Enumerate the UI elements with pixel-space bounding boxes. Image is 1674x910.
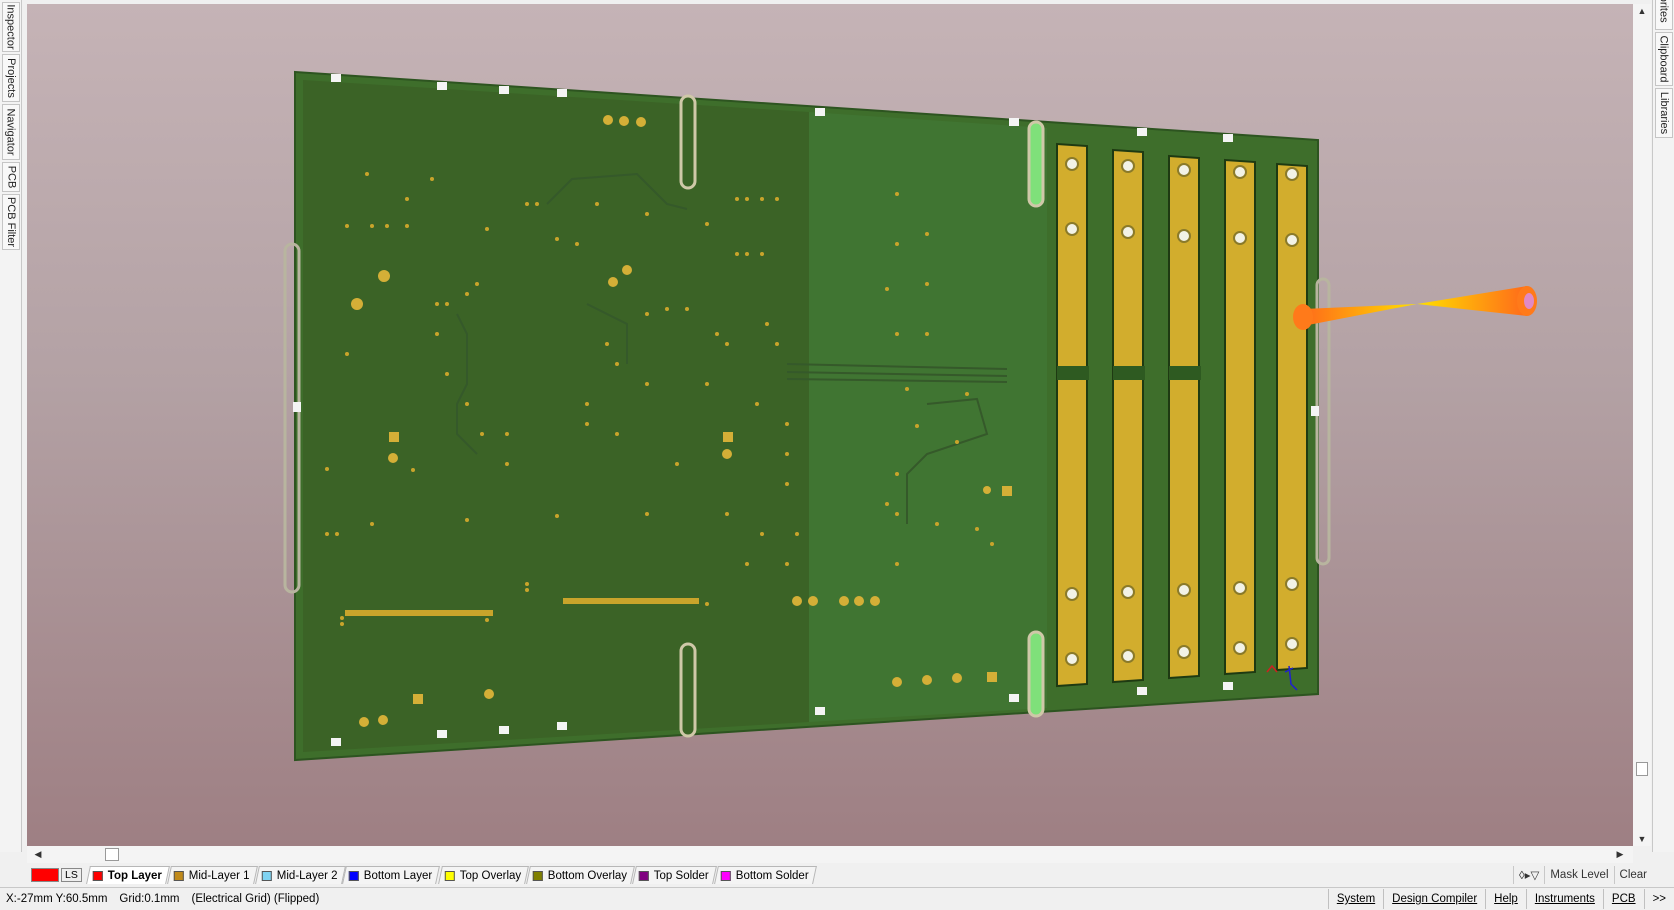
layer-tab-top-overlay[interactable]: Top Overlay xyxy=(437,866,530,884)
help-panel-button[interactable]: Help xyxy=(1485,889,1526,909)
scroll-right-arrow-icon[interactable]: ▶ xyxy=(1616,849,1624,859)
clear-button[interactable]: Clear xyxy=(1613,866,1652,884)
design-compiler-panel-button[interactable]: Design Compiler xyxy=(1383,889,1485,909)
snap-filter-icon[interactable]: ◊▸▽ xyxy=(1513,866,1544,884)
status-bar: X:-27mm Y:60.5mm Grid:0.1mm (Electrical … xyxy=(0,887,1674,910)
layer-tabs-bar: LS Top Layer Mid-Layer 1 Mid-Layer 2 Bot… xyxy=(27,865,1652,885)
tab-libraries[interactable]: Libraries xyxy=(1655,88,1673,138)
grid-size: Grid:0.1mm xyxy=(119,893,180,905)
layer-color-swatch xyxy=(533,870,544,881)
tab-clipboard[interactable]: Clipboard xyxy=(1655,32,1673,86)
vertical-scrollbar[interactable]: ▲ ▼ xyxy=(1633,4,1651,846)
right-panel-tabs: Favorites Clipboard Libraries xyxy=(1652,0,1674,852)
board-edge-tabs xyxy=(293,74,1319,746)
layer-tab-bottom-overlay[interactable]: Bottom Overlay xyxy=(526,866,636,884)
tab-pcb[interactable]: PCB xyxy=(2,162,20,192)
layer-bar-right-controls: ◊▸▽ Mask Level Clear xyxy=(1513,866,1652,884)
instruments-panel-button[interactable]: Instruments xyxy=(1525,889,1603,909)
cursor-coordinates: X:-27mm Y:60.5mm xyxy=(6,893,108,905)
layer-color-swatch xyxy=(444,870,455,881)
layer-tab-bottom-layer[interactable]: Bottom Layer xyxy=(342,866,441,884)
scroll-left-arrow-icon[interactable]: ◀ xyxy=(34,849,42,859)
scroll-down-arrow-icon[interactable]: ▼ xyxy=(1637,834,1647,844)
horizontal-scrollbar[interactable]: ◀ ▶ xyxy=(27,846,1633,863)
gold-busbars xyxy=(1056,142,1308,688)
layer-tab-bottom-solder[interactable]: Bottom Solder xyxy=(714,866,818,884)
layer-tab-mid-layer-2[interactable]: Mid-Layer 2 xyxy=(254,866,346,884)
status-bar-panels: System Design Compiler Help Instruments … xyxy=(1327,888,1674,910)
tab-pcb-filter[interactable]: PCB Filter xyxy=(2,194,20,250)
axis-gizmo-icon xyxy=(1266,664,1298,691)
layer-set-button[interactable]: LS xyxy=(61,868,82,882)
pcb-3d-viewport[interactable] xyxy=(27,4,1633,846)
layer-tab-mid-layer-1[interactable]: Mid-Layer 1 xyxy=(167,866,258,884)
scroll-up-arrow-icon[interactable]: ▲ xyxy=(1637,6,1647,16)
horizontal-scroll-thumb[interactable] xyxy=(105,848,119,861)
more-panels-button[interactable]: >> xyxy=(1643,889,1674,909)
tab-favorites[interactable]: Favorites xyxy=(1655,0,1673,30)
layer-color-swatch xyxy=(639,870,650,881)
pcb-board-3d xyxy=(283,70,1537,762)
layer-color-swatch xyxy=(92,870,103,881)
pcb-left-section xyxy=(303,80,809,752)
pcb-traces xyxy=(456,172,1008,524)
vertical-scroll-thumb[interactable] xyxy=(1636,762,1648,776)
bottom-slot-1 xyxy=(679,642,697,738)
small-vias xyxy=(325,172,994,626)
tab-projects[interactable]: Projects xyxy=(2,54,20,102)
layer-color-swatch xyxy=(261,870,272,881)
tab-inspector[interactable]: Inspector xyxy=(2,2,20,52)
view-camera-beam-icon xyxy=(1293,286,1537,330)
layer-color-swatch xyxy=(721,870,732,881)
left-panel-tabs: Inspector Projects Navigator PCB PCB Fil… xyxy=(0,0,22,852)
left-edge-slot xyxy=(283,242,301,594)
mask-level-button[interactable]: Mask Level xyxy=(1544,866,1613,884)
layer-tab-top-solder[interactable]: Top Solder xyxy=(632,866,718,884)
bottom-slot-2 xyxy=(1027,630,1045,718)
right-edge-slot xyxy=(1315,277,1331,566)
top-slot-2 xyxy=(1027,120,1045,208)
pcb-vias xyxy=(351,115,1012,727)
layer-tab-top-layer[interactable]: Top Layer xyxy=(85,866,170,884)
current-layer-color-swatch[interactable] xyxy=(31,868,59,882)
pcb-panel-button[interactable]: PCB xyxy=(1602,889,1644,909)
pcb-middle-section xyxy=(809,112,1047,722)
connector-pad-rows xyxy=(345,598,699,616)
tab-navigator[interactable]: Navigator xyxy=(2,104,20,160)
busbar-pads xyxy=(1065,157,1299,666)
grid-mode: (Electrical Grid) (Flipped) xyxy=(191,893,320,905)
top-slot-1 xyxy=(679,94,697,190)
layer-color-swatch xyxy=(173,870,184,881)
layer-color-swatch xyxy=(349,870,360,881)
system-panel-button[interactable]: System xyxy=(1327,889,1383,909)
